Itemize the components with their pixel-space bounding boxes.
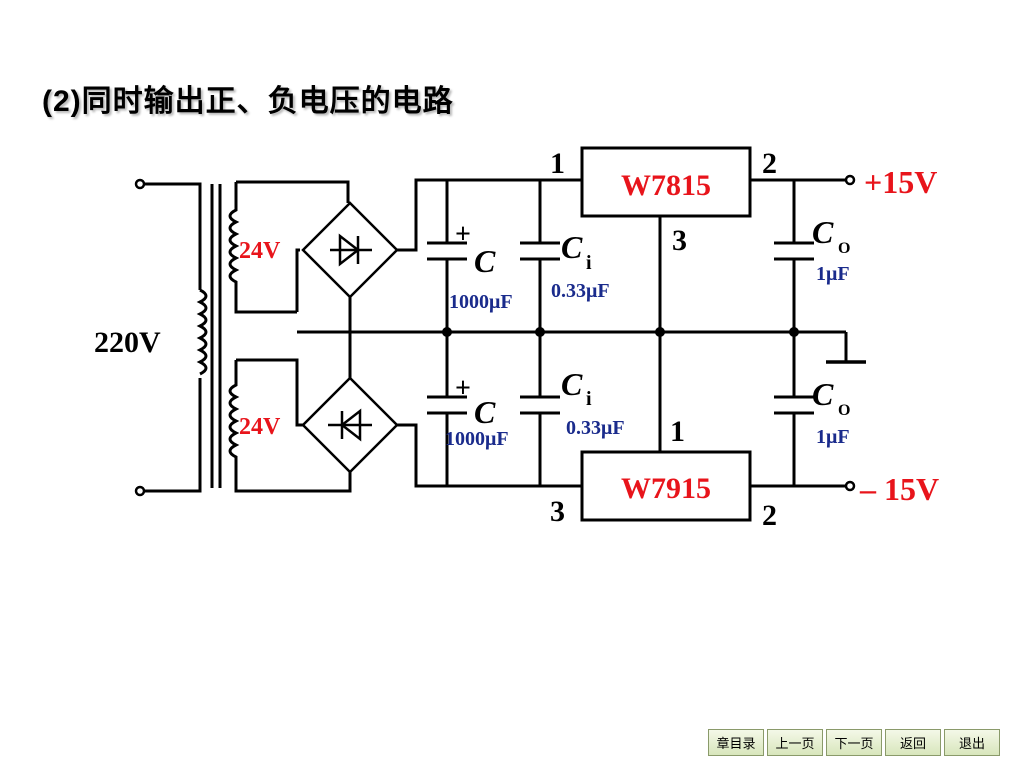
regulator-top-name: W7815	[621, 169, 711, 202]
pin-label-bottom-out: 2	[762, 499, 777, 532]
junction-dot	[655, 327, 665, 337]
cap-output-bottom-symbol: C	[812, 376, 834, 412]
next-page-button[interactable]: 下一页	[826, 729, 882, 756]
secondary-voltage-top: 24V	[239, 238, 281, 264]
cap-output-top-sub: O	[838, 240, 850, 257]
cap-input-bottom-symbol: C	[561, 366, 583, 402]
cap-filter-bottom-value: 1000μF	[445, 428, 509, 450]
exit-button[interactable]: 退出	[944, 729, 1000, 756]
cap-filter-bottom-symbol: C	[474, 394, 496, 430]
pin-label-top-out: 2	[762, 147, 777, 180]
previous-page-button[interactable]: 上一页	[767, 729, 823, 756]
junction-dot	[535, 327, 545, 337]
cap-filter-bottom-plus: +	[455, 373, 471, 404]
page-title: (2)同时输出正、负电压的电路	[42, 85, 454, 118]
cap-filter-top-value: 1000μF	[449, 291, 513, 313]
bridge-rectifier-bottom	[301, 376, 399, 474]
output-terminal-negative	[844, 480, 856, 492]
cap-input-bottom-sub: i	[586, 388, 592, 410]
secondary-voltage-bottom: 24V	[239, 414, 281, 440]
circuit-diagram: 220V 24V 24V W7815 W7915 1 2 3 1 3 2 +15…	[94, 146, 939, 532]
bridge-diode-bottom-icon	[328, 408, 372, 442]
secondary-bottom-coil	[228, 360, 352, 493]
cap-filter-top-plus: +	[455, 219, 471, 250]
chapter-contents-button[interactable]: 章目录	[708, 729, 764, 756]
pin-label-top-gnd: 3	[672, 224, 687, 257]
pin-label-bottom-in: 3	[550, 495, 565, 528]
pin-label-top-in: 1	[550, 147, 565, 180]
output-terminal-positive	[844, 174, 856, 186]
cap-output-bottom-value: 1μF	[816, 426, 850, 448]
input-terminal-top	[134, 178, 146, 190]
bridge-diode-top-icon	[330, 233, 372, 267]
cap-input-top-value: 0.33μF	[551, 280, 610, 302]
cap-input-top-symbol: C	[561, 229, 583, 265]
cap-output-top-value: 1μF	[816, 263, 850, 285]
output-positive-label: +15V	[864, 164, 937, 200]
primary-coil	[196, 288, 208, 376]
primary-bottom-lead	[144, 378, 202, 493]
secondary-top-coil	[228, 182, 297, 314]
cap-input-bottom-value: 0.33μF	[566, 417, 625, 439]
back-button[interactable]: 返回	[885, 729, 941, 756]
junction-dot	[442, 327, 452, 337]
primary-top-lead	[144, 182, 202, 290]
cap-filter-top-symbol: C	[474, 243, 496, 279]
regulator-bottom-name: W7915	[621, 472, 711, 505]
cap-output-bottom-sub: O	[838, 402, 850, 419]
pin-label-bottom-gnd: 1	[670, 415, 685, 448]
slide-navigation: 章目录 上一页 下一页 返回 退出	[708, 729, 1000, 758]
cap-input-top-sub: i	[586, 252, 592, 274]
regulator-w7815	[580, 146, 752, 218]
input-terminal-bottom	[134, 485, 146, 497]
input-voltage-label: 220V	[94, 326, 161, 359]
cap-output-top-symbol: C	[812, 214, 834, 250]
junction-dot	[789, 327, 799, 337]
output-negative-label: – 15V	[859, 471, 939, 507]
